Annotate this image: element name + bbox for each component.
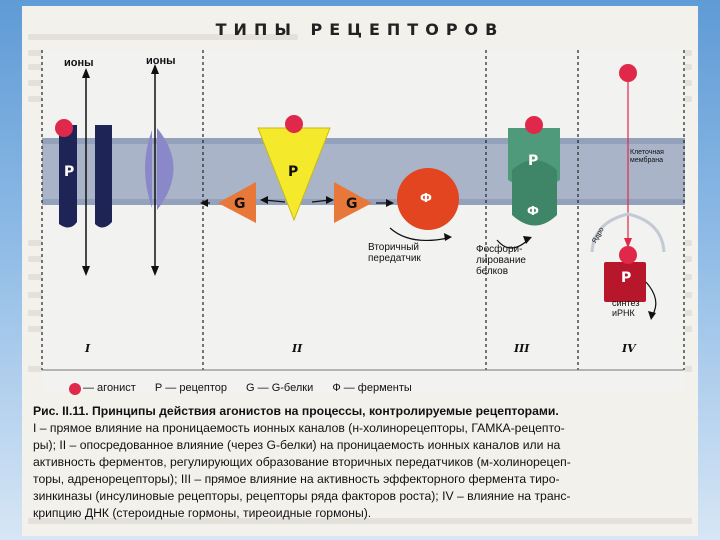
label-g-left: G: [234, 196, 246, 212]
label-ions-2: ионы: [146, 56, 176, 67]
label-enzyme-iii: Ф: [527, 204, 539, 218]
legend-g-proteins: G — G-белки: [246, 382, 313, 394]
section-label-iii: III: [514, 342, 529, 355]
legend: — агонист Р — рецептор G — G-белки Ф — ф…: [69, 382, 412, 394]
caption-line: торы, адренорецепторы); III – прямое вли…: [33, 471, 693, 488]
label-receptor-ii: Р: [288, 164, 298, 180]
legend-agonist: — агонист: [83, 382, 136, 394]
label-ions-1: ионы: [64, 58, 94, 69]
caption-line: крипцию ДНК (стероидные гормоны, тиреоид…: [33, 505, 693, 522]
caption-line: зинкиназы (инсулиновые рецепторы, рецепт…: [33, 488, 693, 505]
section-label-iv: IV: [622, 342, 636, 355]
agonist-dot-nucleus: [619, 246, 637, 264]
label-enzyme-ii: Ф: [420, 191, 432, 205]
label-g-right: G: [346, 196, 358, 212]
section-label-i: I: [85, 342, 90, 355]
agonist-dot-iii: [525, 116, 543, 134]
label-receptor-iv: Р: [621, 270, 631, 286]
caption-line: активность ферментов, регулирующих образ…: [33, 454, 693, 471]
label-receptor-i: Р: [64, 164, 74, 180]
agonist-dot-ii: [285, 115, 303, 133]
legend-receptor: Р — рецептор: [155, 382, 227, 394]
caption-line: ры); II – опосредованное влияние (через …: [33, 437, 693, 454]
caption-line: I – прямое влияние на проницаемость ионн…: [33, 420, 693, 437]
figure-caption: Рис. II.11. Принципы действия агонистов …: [33, 403, 693, 522]
section-label-ii: II: [292, 342, 302, 355]
label-receptor-iii: Р: [528, 153, 538, 169]
diagram-panel: [42, 50, 685, 392]
legend-enzymes: Ф — ферменты: [332, 382, 411, 394]
cell-membrane: [42, 138, 685, 205]
agonist-dot-iv: [619, 64, 637, 82]
caption-head: Рис. II.11. Принципы действия агонистов …: [33, 403, 693, 420]
agonist-dot-i: [55, 119, 73, 137]
